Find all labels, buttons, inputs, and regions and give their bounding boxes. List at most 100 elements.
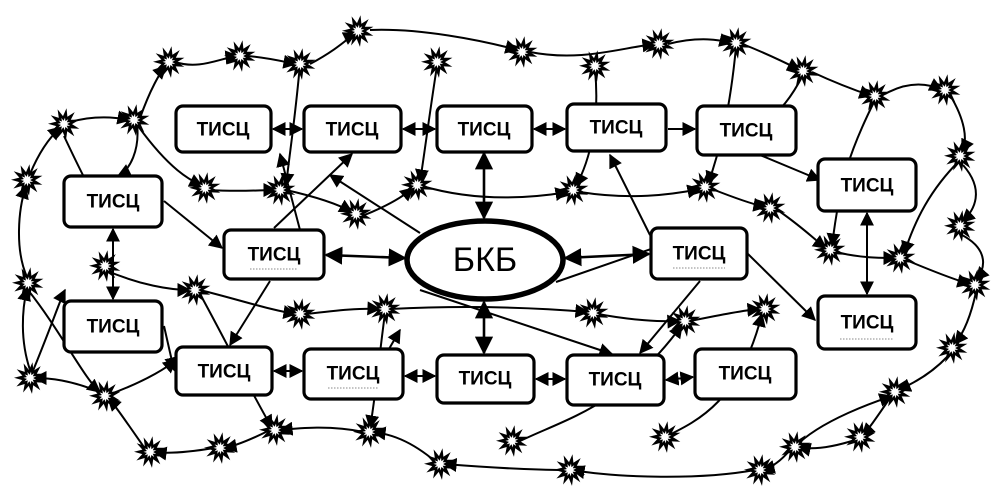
star-burst-icon (720, 27, 752, 59)
star-burst-icon (204, 432, 236, 464)
connection-arrow (664, 371, 695, 386)
connection-curve (901, 159, 961, 256)
star-burst-icon (369, 293, 401, 325)
node-tisc: ТИСЦ (62, 299, 164, 354)
connection-arrow (328, 174, 421, 234)
star-burst-icon (944, 140, 976, 172)
star-burst-icon (424, 448, 456, 480)
node-label: ТИСЦ (87, 192, 140, 213)
connection-curve (442, 457, 566, 472)
connection-curve (305, 301, 382, 316)
node-tisc: ТИСЦ (565, 353, 666, 407)
star-burst-icon (859, 80, 891, 112)
connection-curve (199, 289, 298, 319)
connection-curve (29, 126, 63, 175)
connection-curve (415, 65, 438, 184)
connection-curve (570, 465, 756, 479)
node-tisc: ТИСЦ (695, 104, 798, 157)
connection-curve (15, 184, 29, 278)
node-label: ТИСЦ (841, 313, 894, 334)
star-burst-icon (118, 104, 150, 136)
connection-arrow (324, 246, 407, 267)
star-burst-icon (579, 50, 611, 82)
hub-node: БКБ (404, 218, 566, 302)
connection-arrow (273, 153, 354, 229)
connection-curve (280, 63, 301, 188)
connection-curve (961, 234, 990, 282)
connection-curve (744, 44, 802, 71)
connection-curve (421, 185, 570, 201)
star-burst-icon (179, 274, 211, 306)
connection-arrow (419, 289, 614, 357)
star-burst-icon (929, 74, 961, 106)
connection-curve (664, 312, 766, 438)
star-burst-icon (669, 305, 701, 337)
star-burst-icon (353, 416, 385, 448)
star-burst-icon (48, 108, 80, 140)
connection-curve (954, 291, 977, 346)
star-burst-icon (643, 28, 675, 60)
node-tisc: ТИСЦ (693, 347, 798, 401)
node-tisc: ТИСЦ (62, 174, 164, 229)
connection-curve (139, 65, 167, 119)
external-stars (11, 15, 991, 486)
star-burst-icon (14, 362, 46, 394)
node-label: ТИСЦ (87, 317, 140, 338)
node-label: ТИСЦ (458, 120, 511, 141)
node-tisc: ТИСЦ (222, 228, 326, 281)
star-burst-icon (944, 210, 976, 242)
star-burst-icon (649, 421, 681, 453)
star-burst-icon (744, 454, 776, 486)
star-burst-icon (496, 425, 528, 457)
star-burst-icon (12, 267, 44, 299)
node-group: ТИСЦ ТИСЦ ТИСЦ ТИСЦ ТИСЦ ТИСЦ ТИСЦ ТИСЦ … (62, 102, 918, 407)
star-burst-icon (779, 431, 811, 463)
connection-curve (285, 189, 354, 213)
node-tisc: ТИСЦ (816, 294, 918, 351)
connection-arrow (747, 253, 816, 321)
node-label: ТИСЦ (719, 364, 772, 385)
node-label: ТИСЦ (590, 118, 643, 139)
star-burst-icon (11, 164, 43, 196)
star-burst-icon (89, 250, 121, 282)
star-burst-icon (401, 169, 433, 201)
star-burst-icon (814, 234, 846, 266)
node-tisc: ТИСЦ (649, 226, 749, 281)
node-label: ТИСЦ (248, 245, 301, 266)
hub-label: БКБ (453, 241, 517, 279)
star-burst-icon (134, 436, 166, 468)
connection-curve (17, 286, 32, 371)
connection-arrow (163, 200, 224, 249)
star-burst-icon (554, 454, 586, 486)
connection-curve (104, 359, 178, 397)
connection-curve (104, 269, 192, 297)
star-burst-icon (787, 55, 819, 87)
star-burst-icon (506, 36, 538, 68)
node-tisc: ТИСЦ (302, 347, 405, 401)
star-burst-icon (879, 376, 911, 408)
star-burst-icon (284, 298, 316, 330)
star-burst-icon (689, 171, 721, 203)
node-tisc: ТИСЦ (435, 104, 534, 154)
connection-curve (369, 28, 520, 54)
node-tisc: ТИСЦ (174, 345, 274, 397)
node-label: ТИСЦ (197, 120, 250, 141)
star-burst-icon (189, 172, 221, 204)
connection-curve (960, 164, 977, 223)
connection-curve (511, 323, 683, 446)
node-tisc: ТИСЦ (302, 104, 403, 154)
star-burst-icon (884, 242, 916, 274)
star-burst-icon (959, 269, 991, 301)
star-burst-icon (224, 40, 256, 72)
node-tisc: ТИСЦ (174, 104, 273, 154)
star-burst-icon (421, 46, 453, 78)
connection-curve (29, 288, 66, 379)
star-burst-icon (340, 198, 372, 230)
star-burst-icon (557, 174, 589, 206)
node-label: ТИСЦ (673, 244, 726, 265)
connection-curve (811, 71, 874, 99)
star-burst-icon (264, 174, 296, 206)
node-label: ТИСЦ (327, 364, 380, 385)
star-burst-icon (749, 293, 781, 325)
connection-arrow (609, 153, 651, 236)
